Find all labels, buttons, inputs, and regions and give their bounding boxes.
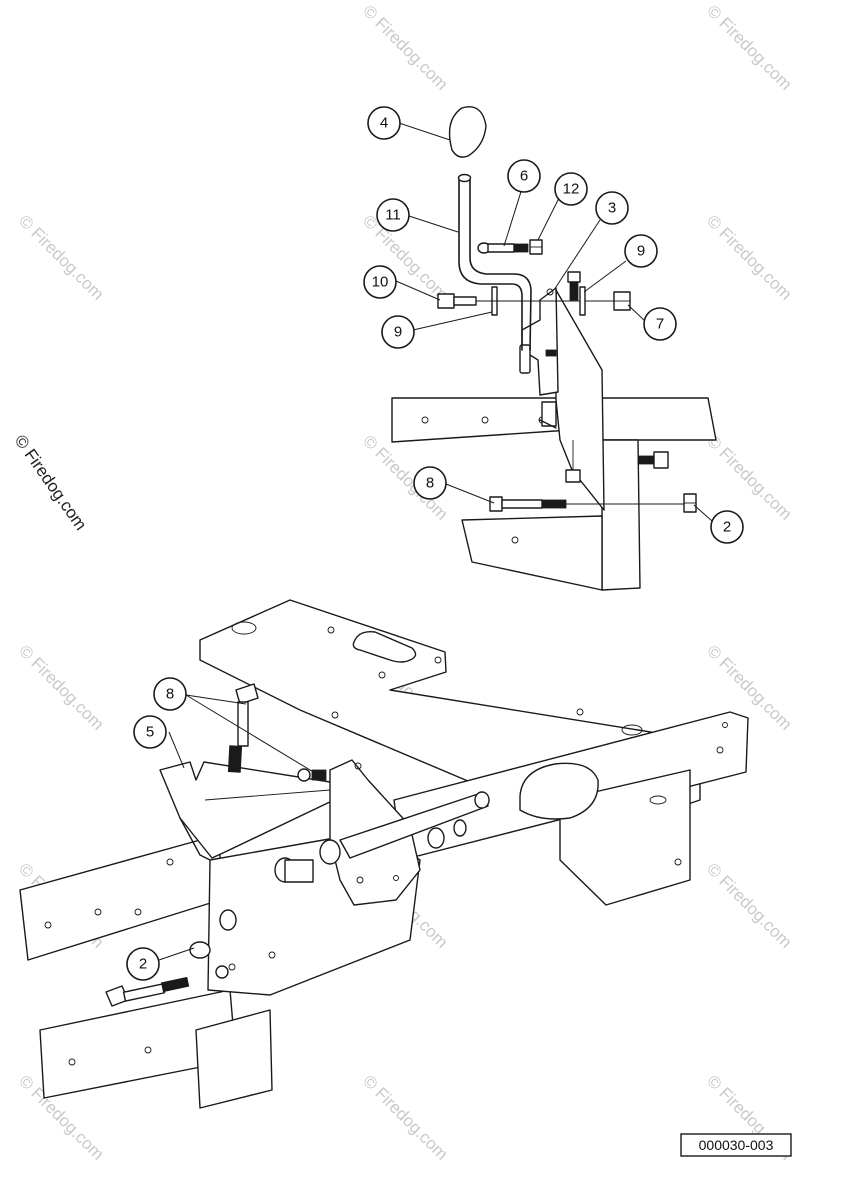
shift-bracket (521, 287, 559, 396)
bolt-12 (529, 239, 543, 255)
svg-text:11: 11 (385, 207, 401, 224)
svg-text:2: 2 (723, 519, 731, 536)
svg-text:7: 7 (656, 316, 664, 333)
spacer-2-lower (189, 909, 237, 979)
callout-5: 5 (133, 715, 167, 749)
svg-text:4: 4 (380, 115, 388, 132)
side-watermark: © Firedog.com (11, 431, 91, 533)
svg-text:8: 8 (166, 686, 174, 703)
shift-knob-lower (519, 762, 599, 820)
svg-text:10: 10 (372, 274, 389, 291)
callout-12: 12 (554, 172, 588, 206)
drawing-number-box: 000030-003 (680, 1133, 792, 1157)
bracket-bolt (567, 271, 581, 301)
shoulder-bolt-10 (437, 293, 477, 309)
callout-9-lower: 9 (381, 315, 415, 349)
callout-10: 10 (363, 265, 397, 299)
svg-text:3: 3 (608, 200, 616, 217)
shift-lever (458, 179, 523, 351)
shift-knob (448, 106, 487, 158)
callout-8-lower: 8 (153, 677, 187, 711)
watermark-text: © Firedog.com (703, 1, 795, 93)
bolt-2-upper (683, 493, 697, 513)
watermark-text: © Firedog.com (15, 211, 107, 303)
callout-4: 4 (367, 106, 401, 140)
callout-7: 7 (643, 307, 677, 341)
watermark-text: © Firedog.com (703, 431, 795, 523)
watermark-layer: © Firedog.com © Firedog.com © Firedog.co… (11, 1, 796, 1163)
svg-text:5: 5 (146, 724, 154, 741)
watermark-text: © Firedog.com (703, 211, 795, 303)
vertical-channel (601, 439, 641, 591)
callout-8-upper: 8 (413, 466, 447, 500)
drawing-number: 000030-003 (699, 1137, 774, 1153)
frame-rail-left (19, 839, 221, 961)
callout-6: 6 (507, 159, 541, 193)
nut-7 (613, 291, 631, 311)
callout-3: 3 (595, 191, 629, 225)
svg-text:8: 8 (426, 475, 434, 492)
svg-text:6: 6 (520, 168, 528, 185)
bolt-8-upper (489, 496, 690, 512)
callout-2-lower: 2 (126, 947, 160, 981)
watermark-text: © Firedog.com (15, 641, 107, 733)
upper-exploded-view (391, 106, 717, 591)
callout-11: 11 (376, 198, 410, 232)
svg-text:9: 9 (637, 243, 645, 260)
lever-tube-end (457, 173, 472, 183)
shift-lever-lower (339, 793, 489, 859)
svg-text:12: 12 (563, 181, 580, 198)
bolt-8-lower (227, 683, 259, 773)
plate-bolt (565, 440, 581, 483)
leader-lines (158, 122, 713, 961)
lower-assembled-view (19, 599, 749, 1109)
watermark-text: © Firedog.com (359, 1071, 451, 1163)
channel-bolt (637, 451, 669, 469)
long-bolt-lower (105, 976, 190, 1007)
svg-text:9: 9 (394, 324, 402, 341)
callout-9-upper: 9 (624, 234, 658, 268)
bolt-6 (477, 242, 529, 254)
washer-9-right (579, 286, 586, 316)
watermark-text: © Firedog.com (359, 1, 451, 93)
svg-text:2: 2 (139, 956, 147, 973)
callout-2-upper: 2 (710, 510, 744, 544)
watermark-text: © Firedog.com (703, 859, 795, 951)
lower-frame (461, 515, 603, 591)
